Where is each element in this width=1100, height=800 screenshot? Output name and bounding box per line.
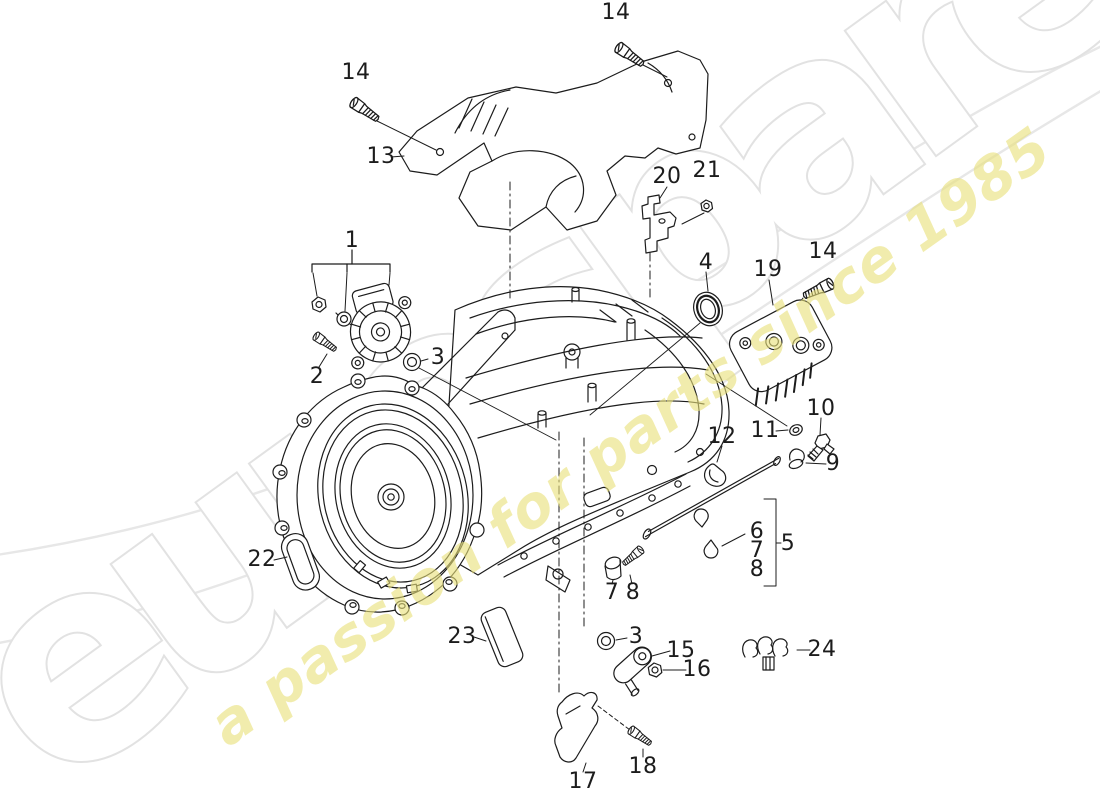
- clamp-9-icon: [788, 448, 827, 470]
- lever-15-icon: [613, 646, 671, 697]
- bolt-18-icon: [626, 724, 654, 758]
- nut-icon: [311, 296, 327, 313]
- nut-16-icon: [647, 662, 687, 678]
- bolt-8-icon: [620, 544, 646, 569]
- clip-12-icon: [703, 463, 727, 487]
- nut-21-icon: [681, 199, 714, 225]
- part-1-switch-assembly: [311, 249, 557, 441]
- oil-pipe-group: [604, 445, 782, 587]
- pad-22-icon: [273, 533, 321, 591]
- transmission-case: [447, 286, 730, 593]
- pad-23-icon: [473, 606, 524, 668]
- bell-housing: [272, 309, 516, 616]
- drawing-layer: [272, 40, 836, 773]
- flange-holes: [278, 379, 453, 609]
- reference-leader-lines: [509, 181, 651, 695]
- screw-14-top: [612, 40, 668, 78]
- part-20-bracket: [641, 186, 677, 254]
- seal-3b-icon: [596, 631, 628, 651]
- case-studs: [501, 286, 705, 476]
- seal-3-icon: [402, 352, 422, 372]
- banjo-bolt-10: [807, 417, 835, 462]
- screw-14-left: [347, 95, 437, 151]
- plug-7-icon: [604, 556, 622, 581]
- clips-24-icon: [742, 636, 811, 671]
- lock-washer-icon: [335, 311, 353, 327]
- part-13-heat-shield: [398, 50, 709, 231]
- part-19-cooler-cover: [728, 279, 833, 407]
- multifunction-switch-icon: [349, 282, 412, 370]
- washer-11-icon: [705, 373, 803, 436]
- part-4-seal-ring: [589, 271, 723, 416]
- bracket-17-icon: [554, 691, 631, 773]
